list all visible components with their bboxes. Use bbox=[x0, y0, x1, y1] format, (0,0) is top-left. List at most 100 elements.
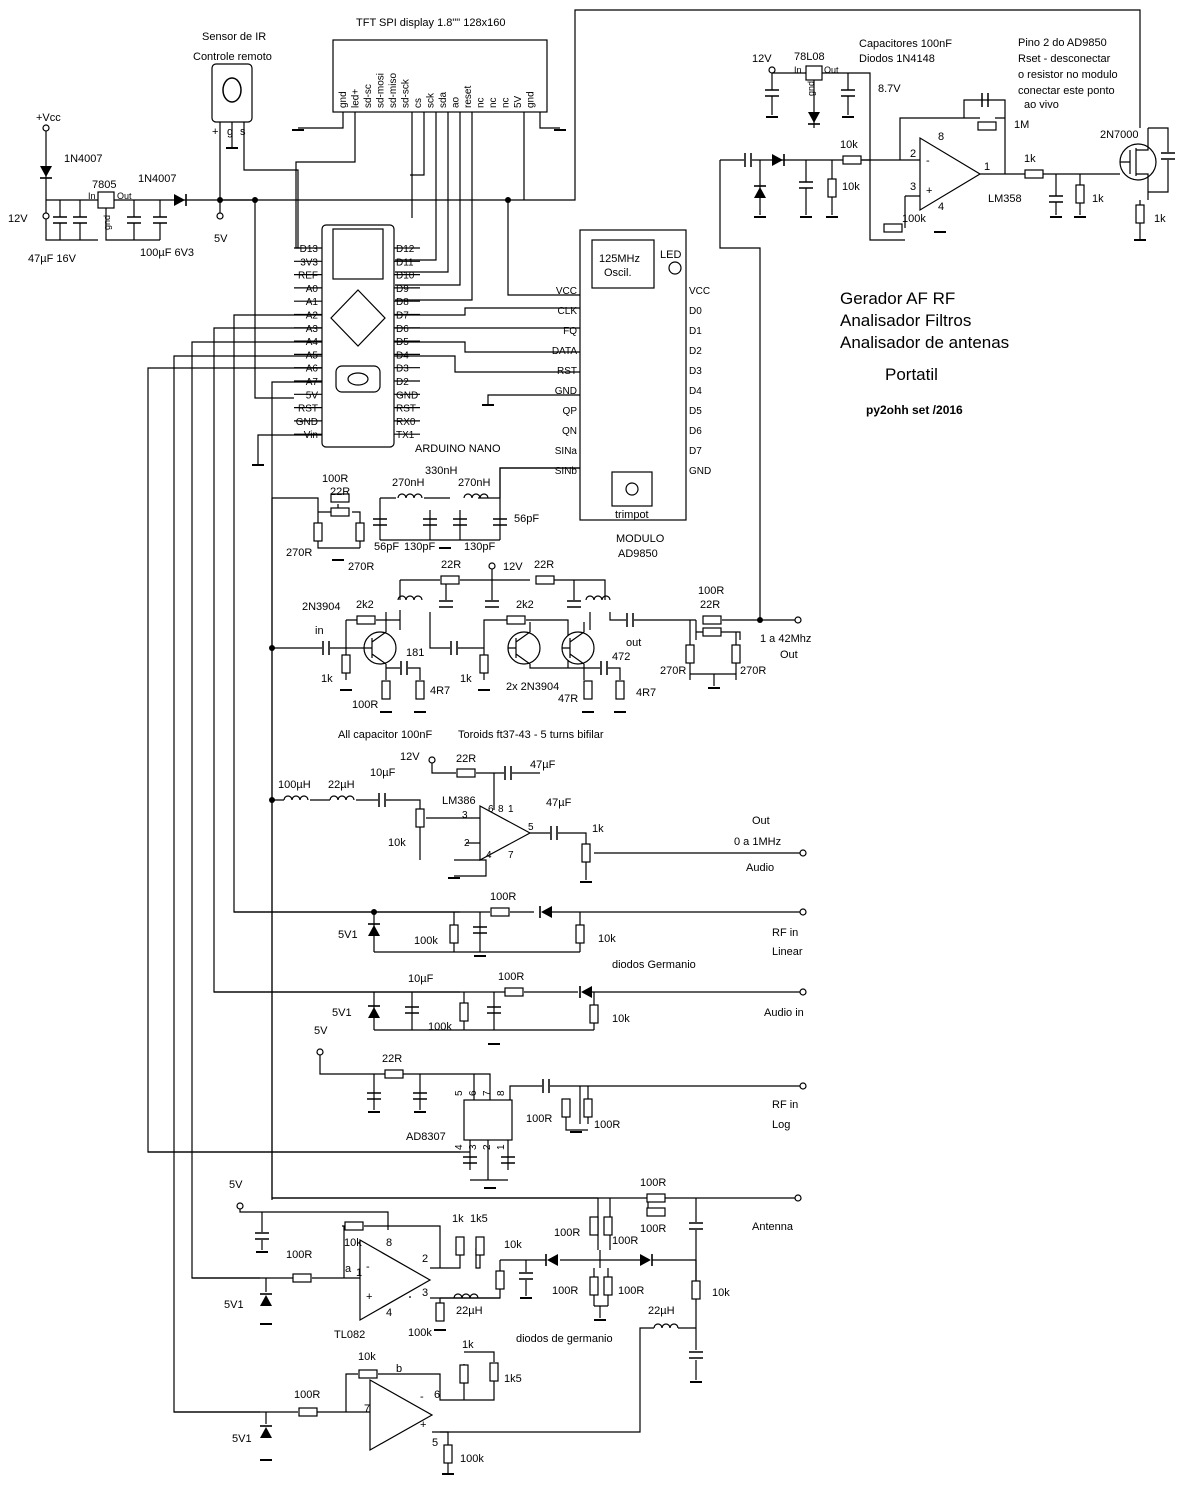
resistor-10k-icon bbox=[344, 1221, 364, 1231]
detector-shunt-wires bbox=[759, 160, 833, 215]
rf-in-linear-terminal[interactable] bbox=[799, 908, 807, 916]
ant-bridge-c: 100R bbox=[552, 1285, 578, 1297]
resistor-10k-icon bbox=[691, 1280, 701, 1300]
amp-in-label: in bbox=[315, 625, 324, 637]
lm386-pin-4: 6 bbox=[488, 804, 494, 815]
author-signature: py2ohh set /2016 bbox=[866, 403, 963, 417]
audio-in-terminal[interactable] bbox=[799, 988, 807, 996]
reg2-label: 78L08 bbox=[794, 51, 825, 63]
audio-c-supply: 47µF bbox=[530, 759, 556, 771]
ant-l2: 22µH bbox=[648, 1305, 675, 1317]
inductor-100uh-icon bbox=[283, 795, 309, 801]
junction-dot bbox=[371, 909, 377, 915]
title-line2: Analisador Filtros bbox=[840, 311, 971, 330]
ant-pin1: 1 bbox=[356, 1267, 362, 1279]
antenna-terminal[interactable] bbox=[794, 1194, 802, 1202]
ad8307-out-wires bbox=[148, 1140, 509, 1181]
diode1-label: 1N4007 bbox=[64, 153, 103, 165]
r-fet-label: 1k bbox=[1154, 213, 1166, 225]
ant-l: 22µH bbox=[456, 1305, 483, 1317]
resistor-1k-icon bbox=[1024, 169, 1044, 179]
potentiometer-1k-icon[interactable] bbox=[581, 843, 591, 863]
ad8307-5v-terminal[interactable] bbox=[316, 1048, 324, 1056]
audio-generator: 12V 22R 47µF 100µH 22µH 10µF 10k LM386 4… bbox=[272, 751, 807, 883]
reg-in-label: In bbox=[88, 191, 96, 201]
fet-cap-icon bbox=[1160, 152, 1176, 160]
lm386-pin-1: 2 bbox=[464, 838, 470, 849]
amp-12v-terminal[interactable] bbox=[488, 562, 496, 570]
resistor-2k2-icon bbox=[506, 615, 526, 625]
audio-in-detector: 5V1 10µF 100k 100R 10k Audio in bbox=[214, 971, 807, 1045]
trimpot-label: trimpot bbox=[615, 509, 649, 521]
ant-zener: 5V1 bbox=[224, 1299, 244, 1311]
reg-out-wires bbox=[105, 199, 255, 241]
ant-5v-terminal[interactable] bbox=[236, 1202, 244, 1210]
rf-in-log-terminal[interactable] bbox=[799, 1082, 807, 1090]
rf-out-terminal[interactable] bbox=[794, 616, 802, 624]
reg2-in-label: In bbox=[794, 65, 802, 75]
low-pass-filter: 100R 22R 270R 270R 270nH 330nH 270nH 56p… bbox=[272, 465, 580, 573]
tl082-opamp-b bbox=[369, 1378, 434, 1452]
bypass-cap-icon bbox=[400, 660, 408, 676]
reg2-out-label: Out bbox=[824, 65, 839, 75]
potentiometer-10k-icon[interactable] bbox=[415, 808, 425, 828]
audio-out-terminal[interactable] bbox=[799, 849, 807, 857]
ad9850-pin-left-4: RST bbox=[557, 366, 577, 377]
resistor-100r-icon bbox=[646, 1193, 666, 1203]
amp-r-e4: 1k bbox=[460, 673, 472, 685]
vcc-terminal[interactable] bbox=[42, 124, 50, 132]
ant-pin3: 3 bbox=[422, 1287, 428, 1299]
amp-r-b2: 2k2 bbox=[516, 599, 534, 611]
led-icon bbox=[668, 261, 682, 275]
amp-out-word: Out bbox=[780, 649, 798, 661]
input-12v-terminal[interactable] bbox=[42, 212, 50, 220]
audio-amp-wires bbox=[426, 817, 800, 880]
arduino-pin-right-2: D10 bbox=[396, 271, 415, 282]
ant-pin4: 4 bbox=[386, 1307, 392, 1319]
ad9850-pin-left-0: VCC bbox=[556, 286, 577, 297]
amp-c-e2: 472 bbox=[612, 651, 630, 663]
resistor-22r-icon bbox=[535, 575, 555, 585]
reg-7805-body bbox=[97, 191, 115, 209]
arduino-pin-left-6: A3 bbox=[306, 324, 319, 335]
resistor-1k-icon bbox=[1075, 184, 1085, 204]
amp-att-r4: 270R bbox=[740, 665, 766, 677]
ad8307-r1: 100R bbox=[526, 1113, 552, 1125]
toroid-transformer-icon bbox=[585, 595, 611, 601]
audio-in-cap: 10µF bbox=[408, 973, 434, 985]
ant-bridge-d: 100R bbox=[618, 1285, 644, 1297]
opamp-b-minus: - bbox=[420, 1391, 424, 1403]
arduino-pin-left-4: A1 bbox=[306, 297, 319, 308]
audio-c-in: 10µF bbox=[370, 767, 396, 779]
resistor-1k-icon bbox=[1135, 204, 1145, 224]
decoupling-cap-icon bbox=[566, 600, 582, 608]
ad8307-label1: RF in bbox=[772, 1099, 798, 1111]
resistor-1k5-icon bbox=[489, 1362, 499, 1382]
arduino-pin-left-13: GND bbox=[296, 417, 318, 428]
pin3-label: 3 bbox=[910, 181, 916, 193]
germanium-diode-icon bbox=[539, 905, 553, 919]
arduino-pin-right-14: TX1 bbox=[396, 430, 415, 441]
bridge-cap-icon bbox=[688, 1222, 704, 1230]
toroid-transformer-icon bbox=[397, 595, 423, 601]
rf-lin-r-load: 100k bbox=[414, 935, 438, 947]
resistor-10k-icon bbox=[827, 178, 837, 198]
pot-100k-icon[interactable] bbox=[883, 223, 903, 233]
rf-lin-r-ser: 100R bbox=[490, 891, 516, 903]
power-bus-wires bbox=[220, 9, 1141, 399]
audio-l1: 100µH bbox=[278, 779, 311, 791]
opamp-wires bbox=[862, 99, 1120, 228]
ant-r-div1: 1k bbox=[452, 1213, 464, 1225]
5v-terminal[interactable] bbox=[216, 212, 224, 220]
audio-12v-terminal[interactable] bbox=[428, 756, 436, 764]
arduino-pin-left-11: 5V bbox=[306, 390, 319, 401]
output-cap-icon bbox=[626, 612, 634, 628]
amp-att-r1: 100R bbox=[698, 585, 724, 597]
lm386-pin-3: 5 bbox=[528, 822, 534, 833]
arduino-pin-right-12: RST bbox=[396, 404, 416, 415]
resistor-22r-icon bbox=[384, 1069, 404, 1079]
reg2-12v-terminal[interactable] bbox=[768, 66, 776, 74]
display-pin-2: sd-sc bbox=[363, 84, 374, 108]
